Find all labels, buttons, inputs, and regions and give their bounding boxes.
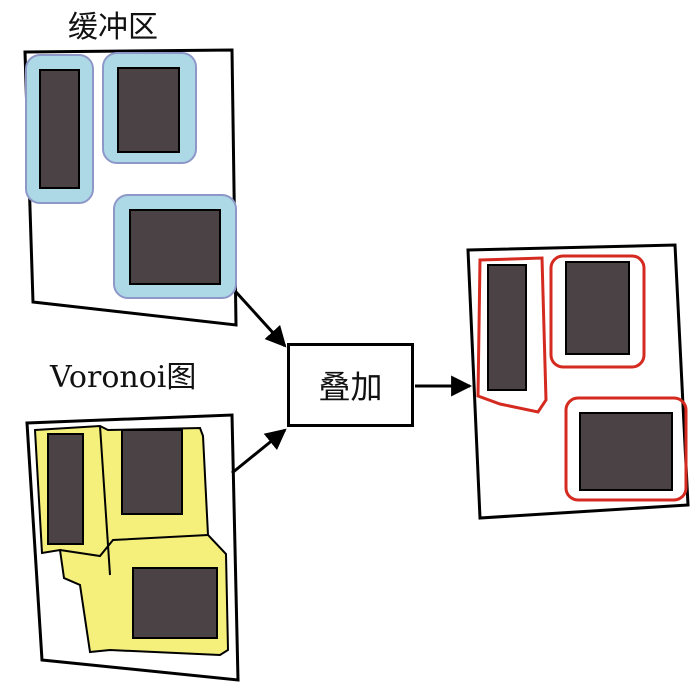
building (129, 209, 221, 285)
voronoi-panel (25, 413, 240, 682)
arrow-voronoi-to-overlay (231, 428, 287, 475)
building (121, 429, 183, 515)
building (117, 67, 180, 153)
overlay-operation-label: 叠加 (318, 368, 383, 406)
result-panel (466, 243, 690, 520)
voronoi-title: Voronoi图 (50, 360, 197, 395)
building (565, 261, 630, 355)
building (579, 412, 673, 491)
building (47, 433, 84, 545)
result-outline (549, 254, 646, 369)
voronoi-edge (59, 534, 209, 558)
building (487, 264, 527, 391)
buffer-panel (23, 48, 238, 327)
overlay-operation-box: 叠加 (287, 343, 414, 427)
building (132, 567, 218, 639)
arrow-buffer-to-overlay (234, 290, 287, 348)
voronoi-edge (99, 425, 111, 576)
buffer-title: 缓冲区 (68, 10, 158, 45)
building (39, 69, 80, 189)
result-outline (564, 396, 688, 502)
result-outline (476, 256, 548, 414)
